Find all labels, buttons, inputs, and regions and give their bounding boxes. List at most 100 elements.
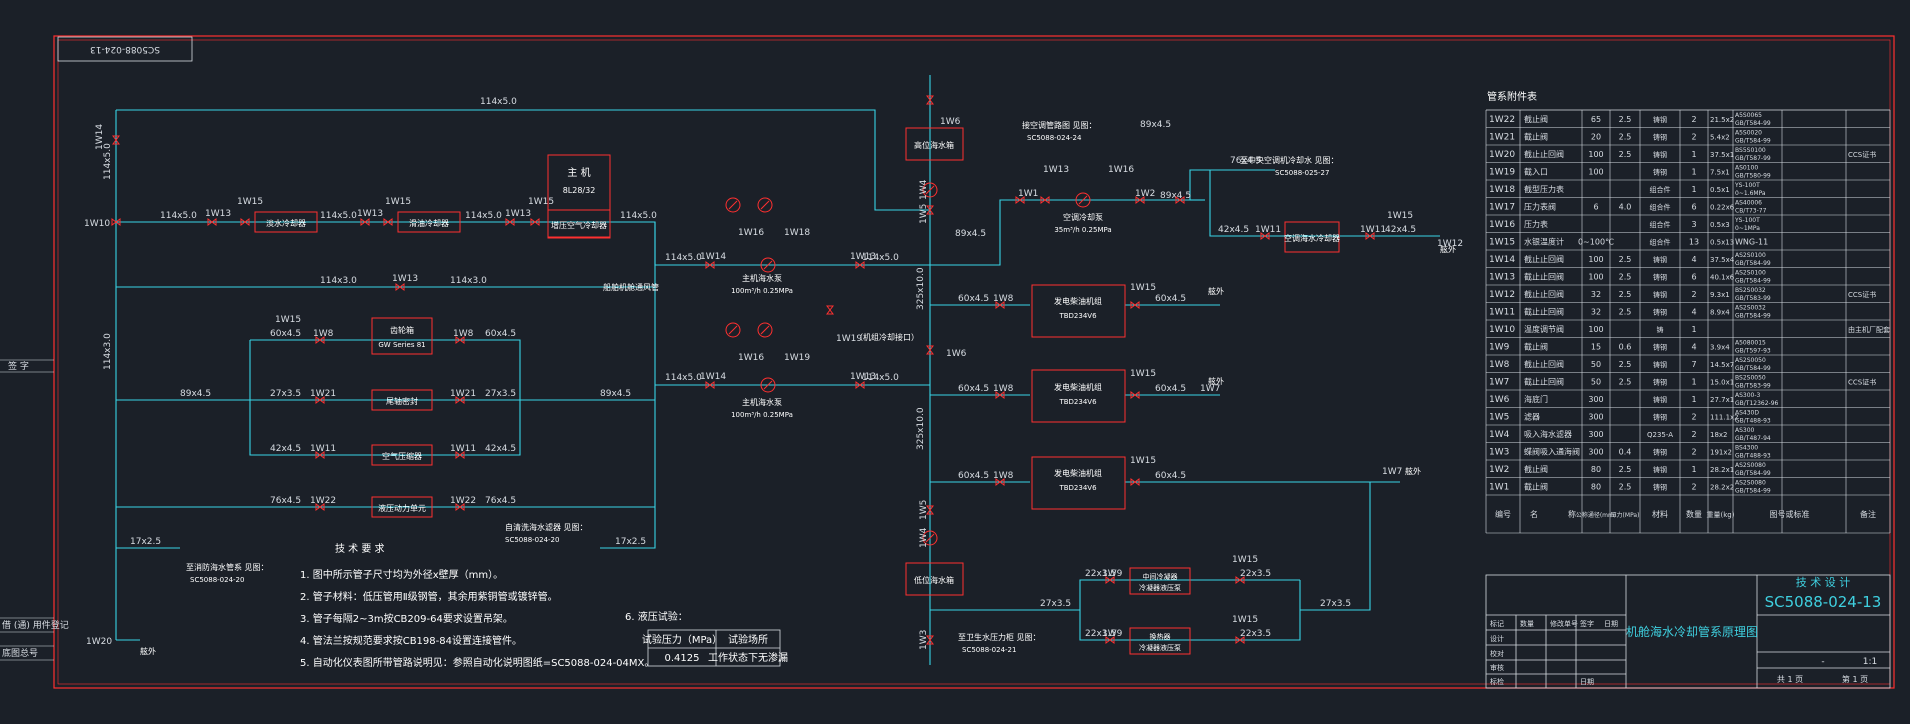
- sig-label: 标记: [1490, 619, 1504, 628]
- parts-row-weight: 18x2: [1710, 431, 1728, 439]
- sea-chest-low-box: [905, 562, 964, 596]
- pipe-label: 325x10.0: [916, 267, 926, 310]
- gen-set-2-box: [1031, 369, 1126, 423]
- tag-1w22b: 1W22: [450, 496, 476, 506]
- tag-1w13: 1W13: [205, 209, 231, 219]
- tag-1w4b: 1W4: [919, 527, 929, 548]
- parts-row-dn: 300: [1588, 448, 1603, 457]
- tag-1w9: 1W9: [1102, 569, 1123, 579]
- parts-row-std: AS0100: [1735, 165, 1758, 172]
- parts-row-weight: 37.5x4: [1710, 256, 1735, 264]
- parts-row-qty: 2: [1691, 483, 1696, 492]
- parts-row-std: A5080015: [1735, 340, 1766, 347]
- pipe-label: 60x4.5: [1155, 294, 1186, 304]
- parts-row-no: 1W4: [1489, 430, 1510, 440]
- parts-row-pn: 2.5: [1619, 290, 1632, 299]
- parts-row-dn: 100: [1588, 168, 1603, 177]
- design-stage: 技 术 设 计: [1796, 576, 1851, 589]
- parts-row-qty: 2: [1691, 430, 1696, 439]
- tag-1w19b: 1W19: [836, 334, 862, 344]
- parts-row-qty: 1: [1691, 395, 1696, 404]
- parts-row-no: 1W3: [1489, 448, 1509, 458]
- parts-row-std: GB/T597-93: [1735, 348, 1771, 355]
- parts-row-weight: 0.5x3: [1710, 221, 1730, 229]
- pipe-label: 42x4.5: [485, 444, 516, 454]
- parts-row-qty: 4: [1691, 343, 1696, 352]
- tag-1w15f: 1W15: [1130, 283, 1156, 293]
- parts-row-dn: 20: [1591, 133, 1601, 142]
- pipe-label: 27x3.5: [1320, 599, 1351, 609]
- parts-header: 备注: [1860, 509, 1876, 519]
- parts-row-qty: 2: [1691, 133, 1696, 142]
- parts-row-remark: CCS证书: [1848, 378, 1876, 387]
- pressure-test-title: 6. 液压试验：: [625, 610, 688, 623]
- sea-chest-high-label: 高位海水箱: [914, 140, 954, 150]
- parts-row-pn: 2.5: [1619, 255, 1632, 264]
- parts-row-no: 1W10: [1489, 325, 1515, 335]
- parts-row-material: 铸钢: [1653, 255, 1667, 264]
- parts-row-name: 压力表阀: [1524, 202, 1556, 212]
- pump-1-spec: 100m³/h 0.25MPa: [731, 287, 793, 295]
- gen-set-3-label: 发电柴油机组: [1054, 468, 1102, 478]
- tag-1w7b: 1W7: [1382, 467, 1402, 477]
- parts-row-dn: 300: [1588, 430, 1603, 439]
- tag-1w11: 1W11: [310, 444, 336, 454]
- ref-sanitary-no: SC5088-024-21: [962, 646, 1016, 654]
- parts-row-qty: 2: [1691, 448, 1696, 457]
- parts-row-weight: 28.2x1: [1710, 466, 1734, 474]
- parts-row-dn: 100: [1588, 255, 1603, 264]
- note-4: 4. 管法兰按规范要求按CB198-84设置连接管件。: [300, 634, 522, 647]
- parts-row-std: GB/T584-99: [1735, 365, 1771, 372]
- parts-row-material: 铸钢: [1653, 448, 1667, 457]
- condenser-b-label: 换热器: [1150, 632, 1171, 641]
- condenser-b-box: [1129, 627, 1191, 655]
- parts-header: 名: [1530, 509, 1538, 519]
- valve-symbols: [111, 95, 1375, 645]
- parts-row-dn: 65: [1591, 115, 1601, 124]
- note-2: 2. 管子材料：低压管用Ⅱ级钢管，其余用紫铜管或镀锌管。: [300, 590, 558, 603]
- tag-1w4: 1W4: [919, 179, 929, 200]
- parts-row-std: GB/T487-94: [1735, 435, 1771, 442]
- parts-row-qty: 2: [1691, 413, 1696, 422]
- parts-row-no: 1W11: [1489, 308, 1515, 318]
- drawing-number: SC5088-024-13: [1765, 593, 1882, 611]
- parts-row-no: 1W19: [1489, 168, 1515, 178]
- pipe-label: 114x5.0: [665, 253, 702, 263]
- parts-row-std: YS-100T: [1734, 217, 1760, 224]
- parts-row-std: AS430D: [1735, 410, 1759, 417]
- tag-1w15: 1W15: [237, 197, 263, 207]
- tag-1w22: 1W22: [310, 496, 336, 506]
- parts-row-pn: 2.5: [1619, 273, 1632, 282]
- parts-row-name: 截止止回阀: [1524, 359, 1564, 369]
- tag-1w8b: 1W8: [453, 329, 474, 339]
- parts-row-name: 压力表: [1524, 219, 1548, 229]
- gen-set-2-label: 发电柴油机组: [1054, 382, 1102, 392]
- parts-row-material: 组合件: [1650, 203, 1671, 212]
- parts-row-no: 1W7: [1489, 378, 1509, 388]
- parts-header: 材料: [1652, 509, 1668, 519]
- parts-row-material: 铸钢: [1653, 378, 1667, 387]
- parts-row-weight: 15.0x1: [1710, 379, 1734, 387]
- parts-row-std: AS2S0100: [1735, 270, 1766, 277]
- tag-1w14: 1W14: [95, 124, 105, 150]
- overboard-3: 舷外: [1208, 376, 1224, 386]
- tag-1w1: 1W1: [1018, 189, 1038, 199]
- pipe-label: 89x4.5: [955, 229, 986, 239]
- parts-row-std: AS2S0100: [1735, 252, 1766, 259]
- tag-1w11b: 1W11: [450, 444, 476, 454]
- parts-row-no: 1W17: [1489, 203, 1515, 213]
- unit-cooling-note: （机组冷却接口）: [855, 332, 919, 342]
- parts-row-dn: 100: [1588, 325, 1603, 334]
- condenser-a-box: [1129, 567, 1191, 595]
- parts-row-remark: CCS证书: [1848, 290, 1876, 299]
- parts-row-weight: 191x2: [1710, 449, 1732, 457]
- parts-row-qty: 1: [1691, 185, 1696, 194]
- parts-row-no: 1W6: [1489, 395, 1510, 405]
- parts-row-qty: 7: [1691, 360, 1696, 369]
- notes-title: 技 术 要 求: [335, 542, 385, 555]
- parts-row-dn: 300: [1588, 413, 1603, 422]
- parts-row-no: 1W5: [1489, 413, 1509, 423]
- parts-row-qty: 2: [1691, 115, 1696, 124]
- parts-row-dn: 100: [1588, 273, 1603, 282]
- parts-row-qty: 4: [1691, 308, 1696, 317]
